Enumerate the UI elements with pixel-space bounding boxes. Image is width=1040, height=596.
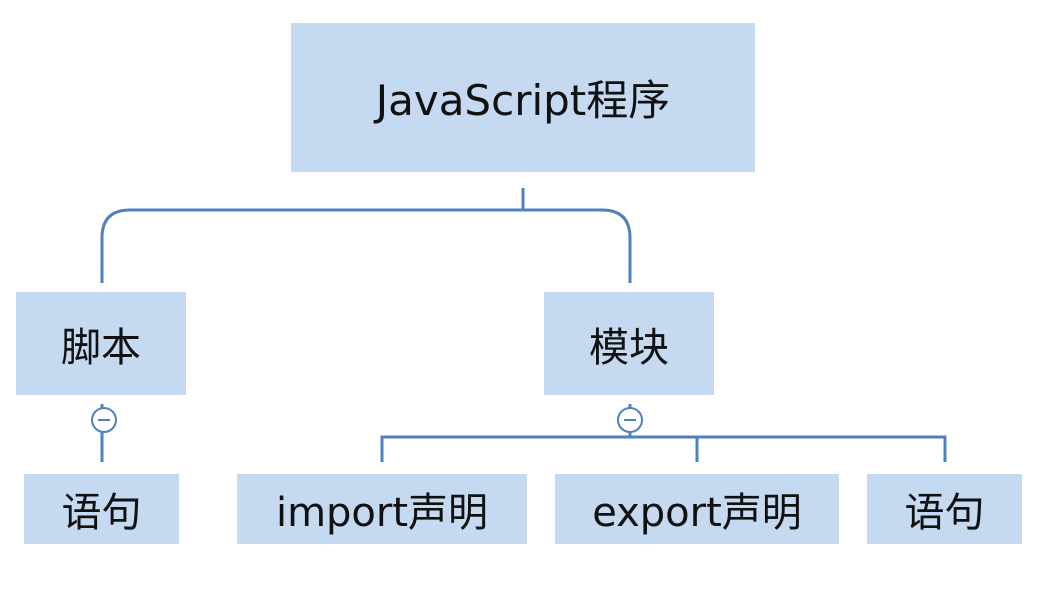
minus-circle-icon[interactable]	[617, 407, 643, 433]
module-statement-node: 语句	[867, 474, 1022, 544]
module-node: 模块	[544, 292, 714, 395]
script-node: 脚本	[16, 292, 186, 395]
import-declaration-node: import声明	[237, 474, 527, 544]
export-declaration-node: export声明	[555, 474, 839, 544]
script-statement-node: 语句	[24, 474, 179, 544]
root-node: JavaScript程序	[291, 23, 755, 172]
root-connector	[100, 188, 632, 283]
minus-circle-icon[interactable]	[91, 407, 117, 433]
module-connector	[380, 404, 947, 462]
